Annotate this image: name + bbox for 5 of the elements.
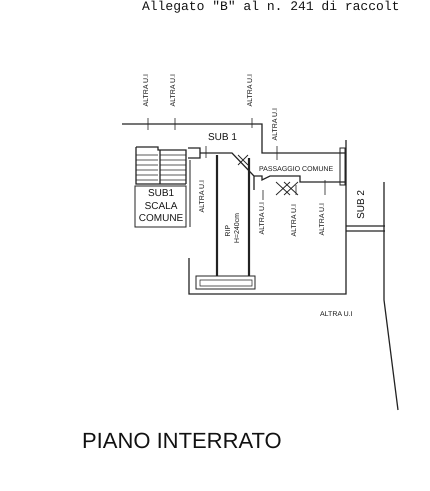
unit-label: SUB 1 <box>208 133 237 143</box>
header-note: Allegato "B" al n. 241 di raccolt <box>142 0 400 13</box>
plan-title: PIANO INTERRATO <box>82 430 282 452</box>
unit-label: SUB 2 <box>357 190 367 219</box>
room-label: SUB1 SCALA COMUNE <box>138 188 184 226</box>
